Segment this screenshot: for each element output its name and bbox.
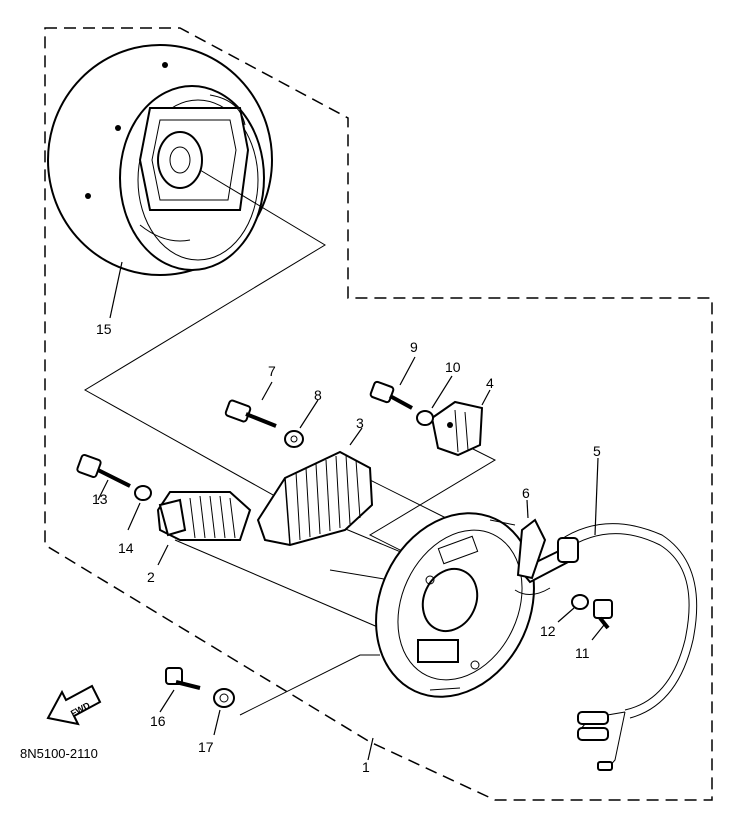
callout-17: 17 [198, 739, 214, 755]
callout-15: 15 [96, 321, 112, 337]
stator-base-plate [367, 512, 535, 761]
washer-10 [416, 375, 453, 426]
lighting-coil [430, 389, 491, 457]
callout-14: 14 [118, 540, 134, 556]
callout-10: 10 [445, 359, 461, 375]
callout-2: 2 [147, 569, 155, 585]
washer-14 [127, 485, 152, 531]
charge-coil [256, 427, 374, 547]
assembly-boundary [44, 27, 713, 801]
callout-7: 7 [268, 363, 276, 379]
pulser-coil [156, 491, 252, 566]
callout-12: 12 [540, 623, 556, 639]
callout-11: 11 [575, 645, 590, 661]
callout-13: 13 [92, 491, 108, 507]
callout-8: 8 [314, 387, 322, 403]
screw-9 [369, 356, 416, 410]
washer-17 [213, 688, 235, 736]
forward-arrow-icon: FWD [46, 684, 102, 726]
callout-4: 4 [486, 375, 494, 391]
callout-16: 16 [150, 713, 166, 729]
callout-3: 3 [356, 415, 364, 431]
callout-9: 9 [410, 339, 418, 355]
flywheel-rotor [47, 44, 273, 319]
screw-13 [76, 453, 131, 501]
callout-6: 6 [522, 485, 530, 501]
screw-7 [224, 381, 277, 428]
washer-12 [557, 594, 589, 623]
wire-clamp [514, 499, 551, 595]
callout-1: 1 [362, 759, 370, 775]
screw-16 [159, 667, 201, 713]
screw-11 [591, 599, 613, 641]
callout-5: 5 [593, 443, 601, 459]
washer-8 [284, 399, 319, 448]
diagram-code: 8N5100-2110 [20, 746, 98, 761]
